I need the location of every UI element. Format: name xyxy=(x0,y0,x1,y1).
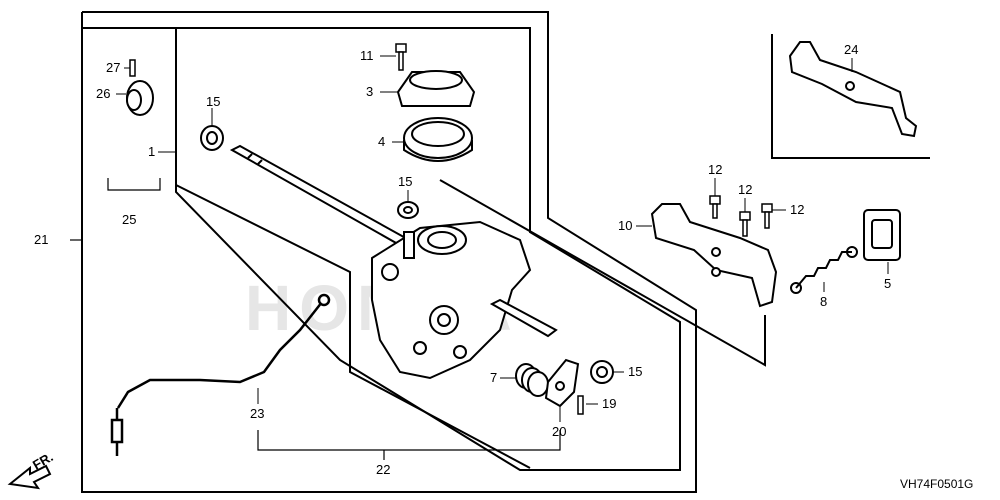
part-27-pin xyxy=(129,59,136,77)
callout-15-c: 15 xyxy=(628,364,642,379)
part-1-shaft xyxy=(229,144,422,254)
diagram-code: VH74F0501G xyxy=(900,477,973,491)
callout-15-b: 15 xyxy=(398,174,412,189)
group-outline-1 xyxy=(175,27,681,471)
callout-7: 7 xyxy=(490,370,497,385)
callout-5: 5 xyxy=(884,276,891,291)
callout-23: 23 xyxy=(250,406,264,421)
callout-25: 25 xyxy=(122,212,136,227)
callout-11: 11 xyxy=(360,48,374,63)
part-26-seal xyxy=(126,80,154,116)
part-15-bearing-b xyxy=(397,201,419,219)
group-outline-24 xyxy=(771,34,930,159)
callout-19: 19 xyxy=(602,396,616,411)
transmission-housing xyxy=(371,220,558,380)
leader-lines xyxy=(116,55,889,422)
callout-15-a: 15 xyxy=(206,94,220,109)
callout-8: 8 xyxy=(820,294,827,309)
part-10-bracket xyxy=(650,203,778,308)
callout-24: 24 xyxy=(844,42,858,57)
callout-27: 27 xyxy=(106,60,120,75)
part-23-cable xyxy=(110,293,331,456)
part-19-pin xyxy=(577,395,584,415)
part-11-bolt xyxy=(395,43,407,71)
front-arrow-icon: FR. xyxy=(7,449,56,490)
callout-12-a: 12 xyxy=(708,162,722,177)
callout-22: 22 xyxy=(376,462,390,477)
callout-3: 3 xyxy=(366,84,373,99)
callout-4: 4 xyxy=(378,134,385,149)
callout-1: 1 xyxy=(148,144,155,159)
callout-10: 10 xyxy=(618,218,632,233)
callout-labels: 27 26 15 1 25 21 11 3 4 15 7 15 19 20 23… xyxy=(34,42,891,477)
part-7-spring xyxy=(515,363,549,397)
front-marker-label: FR. xyxy=(30,449,56,472)
part-8-spring xyxy=(790,246,858,294)
part-5-grommet xyxy=(863,209,901,261)
callout-21: 21 xyxy=(34,232,48,247)
part-12-bolts xyxy=(709,195,773,237)
part-4-gasket xyxy=(403,117,473,162)
part-3-cover xyxy=(396,70,476,107)
part-24-bracket xyxy=(788,41,918,138)
part-15-bearing-c xyxy=(590,360,614,384)
group-outline-21 xyxy=(81,11,697,493)
callout-12-c: 12 xyxy=(790,202,804,217)
callout-12-b: 12 xyxy=(738,182,752,197)
callout-20: 20 xyxy=(552,424,566,439)
group-outline-inner xyxy=(175,179,766,469)
bracket-lines xyxy=(70,178,561,460)
part-15-bearing-a xyxy=(200,125,224,151)
callout-26: 26 xyxy=(96,86,110,101)
part-20-lever xyxy=(544,358,580,408)
